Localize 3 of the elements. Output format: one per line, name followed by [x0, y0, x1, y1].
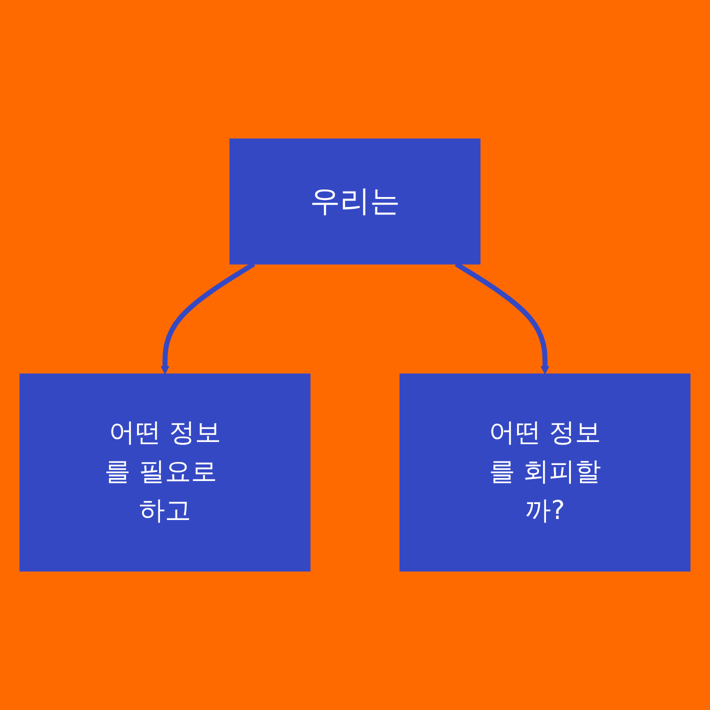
node-box: 어떤 정보를 회피할까? [400, 374, 690, 572]
node-box: 어떤 정보를 필요로 하고 [20, 374, 310, 572]
node-box: 우리는 [230, 138, 480, 264]
